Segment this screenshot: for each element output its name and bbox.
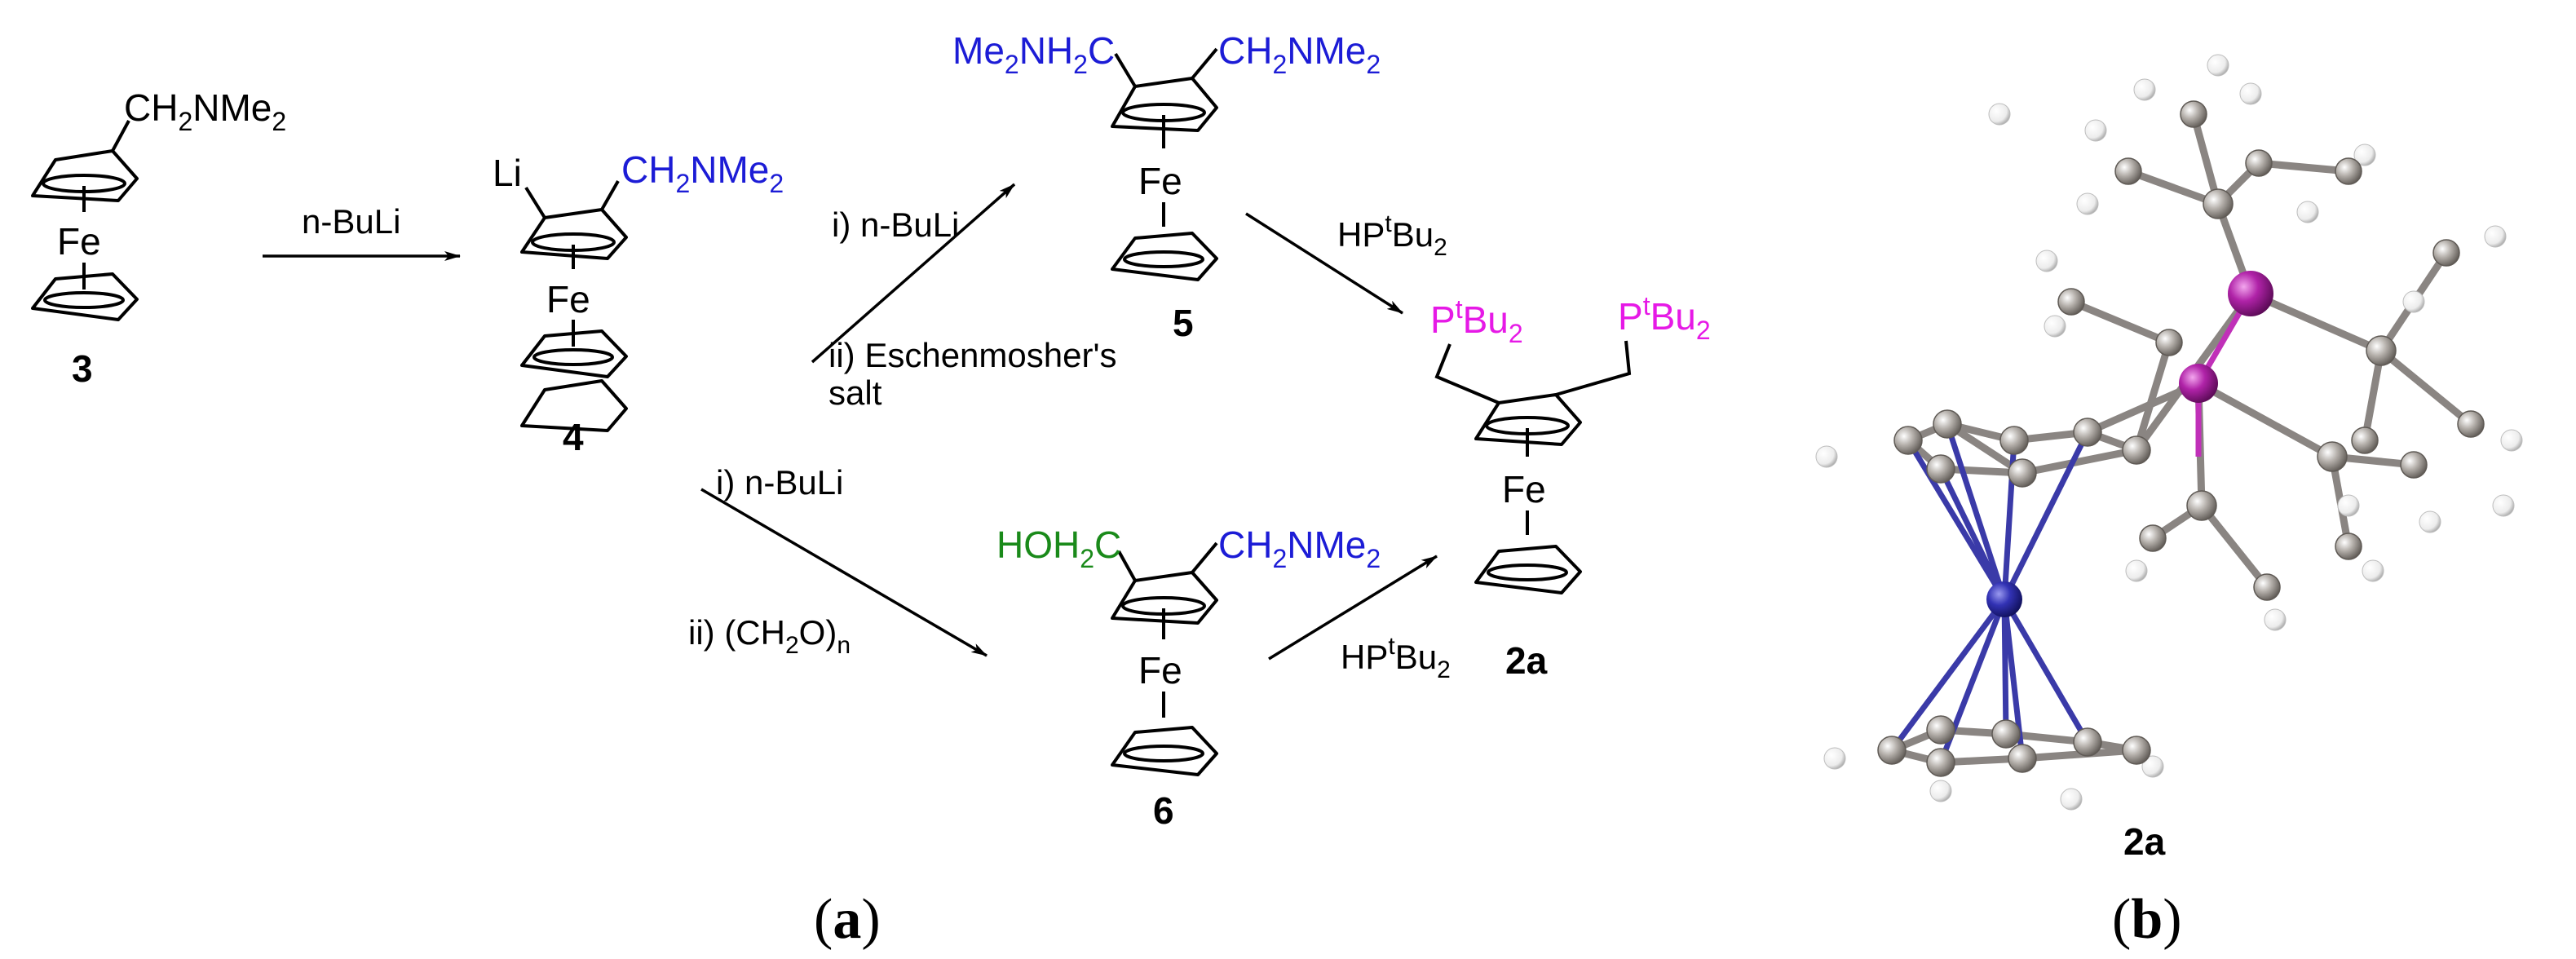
condition-4-to-5-ii: ii) Eschenmosher's <box>828 336 1116 374</box>
iron-atom-label: Fe <box>1138 160 1182 202</box>
superscript: t <box>1388 633 1395 660</box>
me2nh2c-substituent: Me2NH2C <box>952 29 1115 79</box>
iron-atom-label: Fe <box>1138 649 1182 692</box>
panel-paren: ) <box>2163 888 2181 951</box>
substituent-text: C <box>1094 524 1121 566</box>
substituent-text: NMe <box>690 148 769 191</box>
compound-4-structure: Fe Li CH2NMe2 4 <box>493 148 784 458</box>
condition-4-to-5-ii-cont: salt <box>828 373 882 412</box>
ptbu2-substituent-left: PtBu2 <box>1430 294 1523 348</box>
subscript: 2 <box>1073 50 1088 79</box>
subscript: 2 <box>272 107 286 136</box>
ch2nme2-substituent: CH2NMe2 <box>621 148 784 198</box>
condition-text: ii) (CH <box>688 613 785 652</box>
compound-label-6: 6 <box>1153 789 1174 832</box>
subscript: 2 <box>1272 50 1287 79</box>
hydrogen-atoms <box>1815 54 2523 811</box>
superscript: t <box>1385 210 1392 237</box>
substituent-text: HOH <box>996 524 1080 566</box>
compound-label-2a: 2a <box>1505 639 1548 682</box>
lithium-atom-label: Li <box>493 152 522 194</box>
substituent-text: CH <box>124 86 178 129</box>
condition-4-to-5-i: i) n-BuLi <box>832 206 959 244</box>
superscript: t <box>1456 294 1463 324</box>
substituent-text: CH <box>621 148 675 191</box>
condition-4-to-6-ii: ii) (CH2O)n <box>688 613 851 659</box>
substituent-text: CH <box>1218 29 1272 72</box>
arrow-6-to-2a <box>1268 555 1438 661</box>
subscript: 2 <box>1434 234 1447 261</box>
substituent-text: CH <box>1218 524 1272 566</box>
condition-text: Bu <box>1392 215 1434 254</box>
panel-paren: ( <box>814 888 833 951</box>
ch2nme2-substituent: CH2NMe2 <box>1218 29 1381 79</box>
panel-letter: a <box>833 888 861 951</box>
ptbu2-substituent-right: PtBu2 <box>1618 291 1711 345</box>
panel-paren: ) <box>861 888 880 951</box>
substituent-text: Bu <box>1650 295 1696 338</box>
subscript: 2 <box>785 632 799 659</box>
subscript: 2 <box>1437 656 1451 683</box>
substituent-text: Bu <box>1463 298 1509 341</box>
condition-6-to-2a: HPtBu2 <box>1341 633 1451 683</box>
subscript: 2 <box>1080 544 1094 573</box>
arrow-5-to-2a <box>1245 212 1403 315</box>
condition-text: HP <box>1341 638 1388 676</box>
condition-text: HP <box>1337 215 1385 254</box>
crystal-structure-label-2a: 2a <box>2123 820 2166 863</box>
iron-atom-label: Fe <box>546 278 590 320</box>
ch2nme2-substituent: CH2NMe2 <box>1218 524 1381 573</box>
compound-label-3: 3 <box>72 347 93 390</box>
compound-6-structure: Fe HOH2C CH2NMe2 6 <box>996 524 1381 832</box>
condition-4-to-6-i: i) n-BuLi <box>716 463 843 502</box>
subscript: 2 <box>769 169 784 198</box>
substituent-text: NMe <box>1287 29 1366 72</box>
ch2nme2-substituent: CH2NMe2 <box>124 86 286 136</box>
compound-label-5: 5 <box>1173 302 1194 344</box>
subscript: 2 <box>1272 544 1287 573</box>
condition-text: O) <box>799 613 837 652</box>
subscript: 2 <box>1366 50 1381 79</box>
substituent-text: NMe <box>1287 524 1366 566</box>
phosphorus-atom <box>2179 364 2218 403</box>
hoh2c-substituent: HOH2C <box>996 524 1121 573</box>
panel-label-a: (a) <box>814 888 881 951</box>
carbon-atoms <box>1877 100 2485 777</box>
substituent-text: NMe <box>192 86 272 129</box>
arrow-4-to-6 <box>700 488 988 657</box>
panel-letter: b <box>2131 888 2163 951</box>
subscript: n <box>837 632 851 659</box>
substituent-text: C <box>1088 29 1115 72</box>
subscript: 2 <box>178 107 192 136</box>
subscript: 2 <box>1366 544 1381 573</box>
arrow-4-to-5 <box>811 183 1016 364</box>
crystal-structure-2a: 2a <box>1815 54 2523 863</box>
compound-2a-structure: Fe PtBu2 PtBu2 2a <box>1430 291 1711 682</box>
condition-5-to-2a: HPtBu2 <box>1337 210 1447 261</box>
iron-atom-label: Fe <box>1502 468 1546 510</box>
substituent-text: P <box>1618 295 1643 338</box>
iron-atom-label: Fe <box>57 220 101 263</box>
panel-label-b: (b) <box>2112 888 2182 951</box>
iron-atom <box>1986 581 2022 617</box>
substituent-text: NH <box>1019 29 1073 72</box>
condition-3-to-4: n-BuLi <box>302 202 400 241</box>
subscript: 2 <box>1005 50 1019 79</box>
subscript: 2 <box>1509 319 1523 348</box>
phosphorus-atom <box>2228 271 2273 316</box>
subscript: 2 <box>1696 316 1711 345</box>
compound-label-4: 4 <box>563 416 584 458</box>
substituent-text: P <box>1430 298 1456 341</box>
substituent-text: Me <box>952 29 1005 72</box>
compound-3-structure: Fe CH2NMe2 3 <box>31 86 286 390</box>
superscript: t <box>1643 291 1650 320</box>
panel-paren: ( <box>2112 888 2131 951</box>
condition-text: Bu <box>1395 638 1437 676</box>
compound-5-structure: Fe Me2NH2C CH2NMe2 5 <box>952 29 1381 344</box>
subscript: 2 <box>675 169 690 198</box>
